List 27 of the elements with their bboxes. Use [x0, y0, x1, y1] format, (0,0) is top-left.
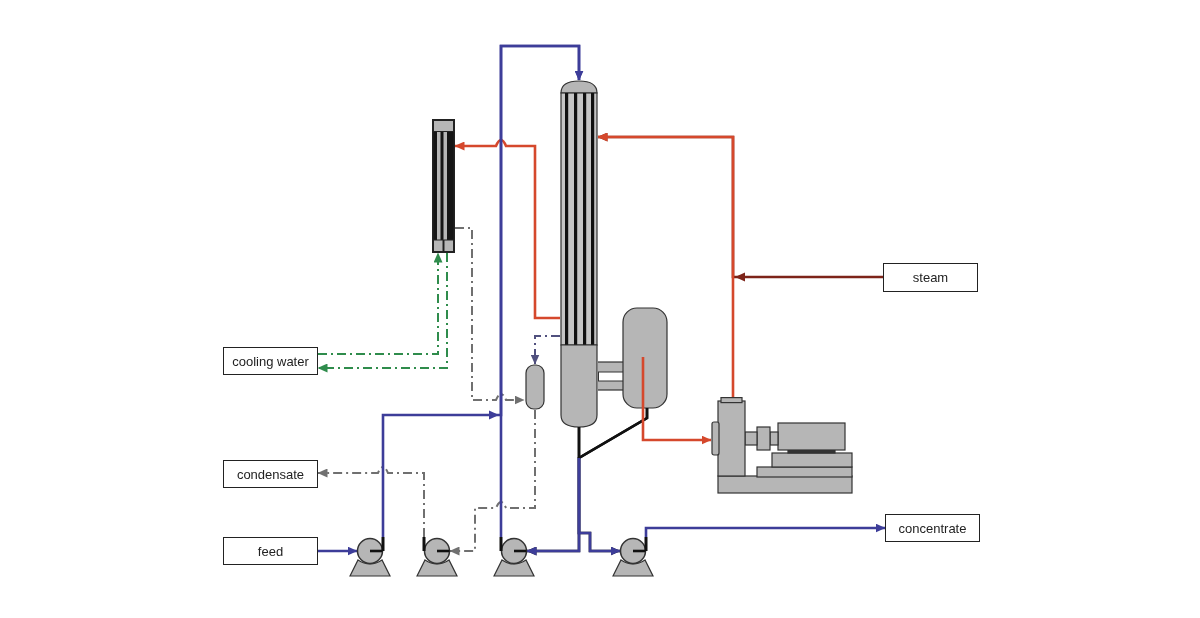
evaporator-column	[560, 80, 598, 458]
stream-label: feed	[223, 537, 318, 565]
pipe-arrow	[499, 44, 584, 537]
separator-vessel	[598, 306, 670, 412]
dash-dot-pipe-arrow	[317, 252, 443, 355]
condensate-vessel	[524, 364, 546, 410]
pump-symbol	[610, 537, 656, 577]
pipe-arrow	[597, 132, 735, 397]
pipe-arrow	[318, 546, 358, 556]
dash-dot-pipe-arrow	[317, 466, 425, 538]
compressor-unit	[711, 397, 853, 494]
dash-dot-pipe-arrow	[317, 252, 448, 373]
condenser-column	[432, 119, 455, 253]
stream-label: concentrate	[885, 514, 980, 542]
pipe-arrow	[577, 458, 621, 556]
pump-symbol	[491, 537, 537, 577]
stream-label: condensate	[223, 460, 318, 488]
pipe-arrow	[454, 139, 560, 320]
dash-dot-pipe-arrow	[449, 409, 536, 556]
pipe-arrow	[644, 523, 886, 537]
stream-label: steam	[883, 263, 978, 292]
pipe-arrow	[641, 412, 712, 445]
stream-label: cooling water	[223, 347, 318, 375]
dash-dot-pipe-arrow	[454, 227, 525, 405]
dash-dot-pipe-arrow	[530, 335, 561, 365]
pump-symbol	[414, 537, 460, 577]
pump-symbol	[347, 537, 393, 577]
